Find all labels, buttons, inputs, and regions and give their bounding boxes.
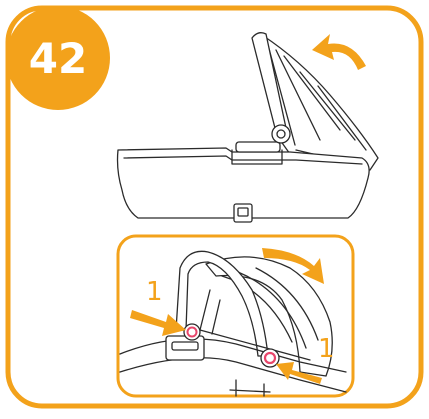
left-callout-number: 1	[146, 277, 163, 307]
right-callout-number: 1	[318, 334, 335, 364]
carrycot-side-handle	[231, 149, 283, 165]
rotate-arrow-detail	[262, 248, 324, 284]
left-press-callout: 1	[130, 277, 186, 336]
release-buttons	[186, 326, 277, 365]
detail-right-hinge	[260, 348, 280, 368]
detail-carrycot-inner	[199, 329, 311, 361]
left-release-button	[186, 326, 198, 338]
step-badge-circle	[6, 6, 110, 110]
step-number: 42	[29, 34, 87, 83]
canopy-hinge-center	[276, 129, 286, 139]
right-release-button	[263, 351, 277, 365]
right-press-callout: 1	[276, 334, 335, 384]
step-badge: 42	[6, 6, 110, 110]
carrycot-top-illustration	[116, 32, 379, 223]
canopy-fold-lines	[267, 44, 367, 166]
carrycot-handle-grip	[235, 141, 281, 153]
arrow-right-icon	[130, 310, 186, 336]
curved-arrow-icon	[262, 248, 324, 284]
detail-canopy	[205, 256, 333, 377]
canopy-hood-bar	[251, 32, 287, 133]
canopy-hinge	[271, 124, 291, 144]
detail-left-hinge	[183, 323, 201, 341]
detail-bottom-handle	[229, 379, 271, 397]
carrycot-latch	[233, 203, 253, 223]
detail-illustration	[119, 250, 347, 397]
detail-left-hinge-slot	[171, 341, 199, 351]
carrycot-latch-slot	[237, 207, 249, 217]
curved-arrow-icon	[312, 34, 366, 70]
detail-canopy-fold-lines	[199, 267, 319, 349]
carrycot-body	[116, 147, 370, 219]
rotate-arrow-top	[312, 34, 366, 70]
arrow-left-icon	[276, 362, 322, 384]
